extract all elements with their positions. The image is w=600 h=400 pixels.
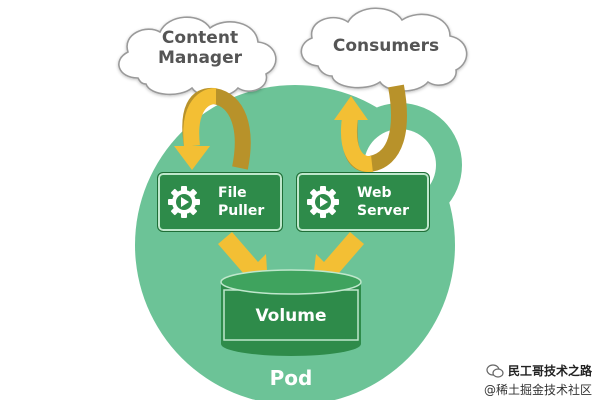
content-manager-cloud <box>118 16 277 98</box>
file-puller-line1: File <box>218 185 247 201</box>
content-manager-line2: Manager <box>157 48 243 68</box>
watermark-line2: @稀土掘金技术社区 <box>483 383 592 397</box>
web-server-line2: Server <box>357 203 410 219</box>
watermark-line1: 民工哥技术之路 <box>507 364 592 378</box>
content-manager-label: Content Manager <box>140 28 260 68</box>
pod-label: Pod <box>269 366 313 390</box>
file-puller-line2: Puller <box>218 203 265 219</box>
web-server-container: Web Server <box>296 172 430 232</box>
volume-label: Volume <box>255 306 327 326</box>
volume-cylinder <box>220 269 362 356</box>
gear-play-icon <box>168 186 200 218</box>
file-puller-container: File Puller <box>157 172 283 232</box>
arrow-content-to-puller <box>174 87 251 170</box>
web-server-line1: Web <box>357 185 392 201</box>
watermark: 民工哥技术之路 @稀土掘金技术社区 <box>440 362 592 398</box>
gear-play-icon <box>307 186 339 218</box>
file-puller-label: File Puller <box>218 184 278 220</box>
consumers-cloud <box>300 7 468 92</box>
wechat-icon <box>486 363 504 378</box>
arrow-server-to-consumers <box>334 84 407 173</box>
content-manager-line1: Content <box>161 28 239 48</box>
consumers-label: Consumers <box>332 36 440 56</box>
web-server-label: Web Server <box>357 184 423 220</box>
